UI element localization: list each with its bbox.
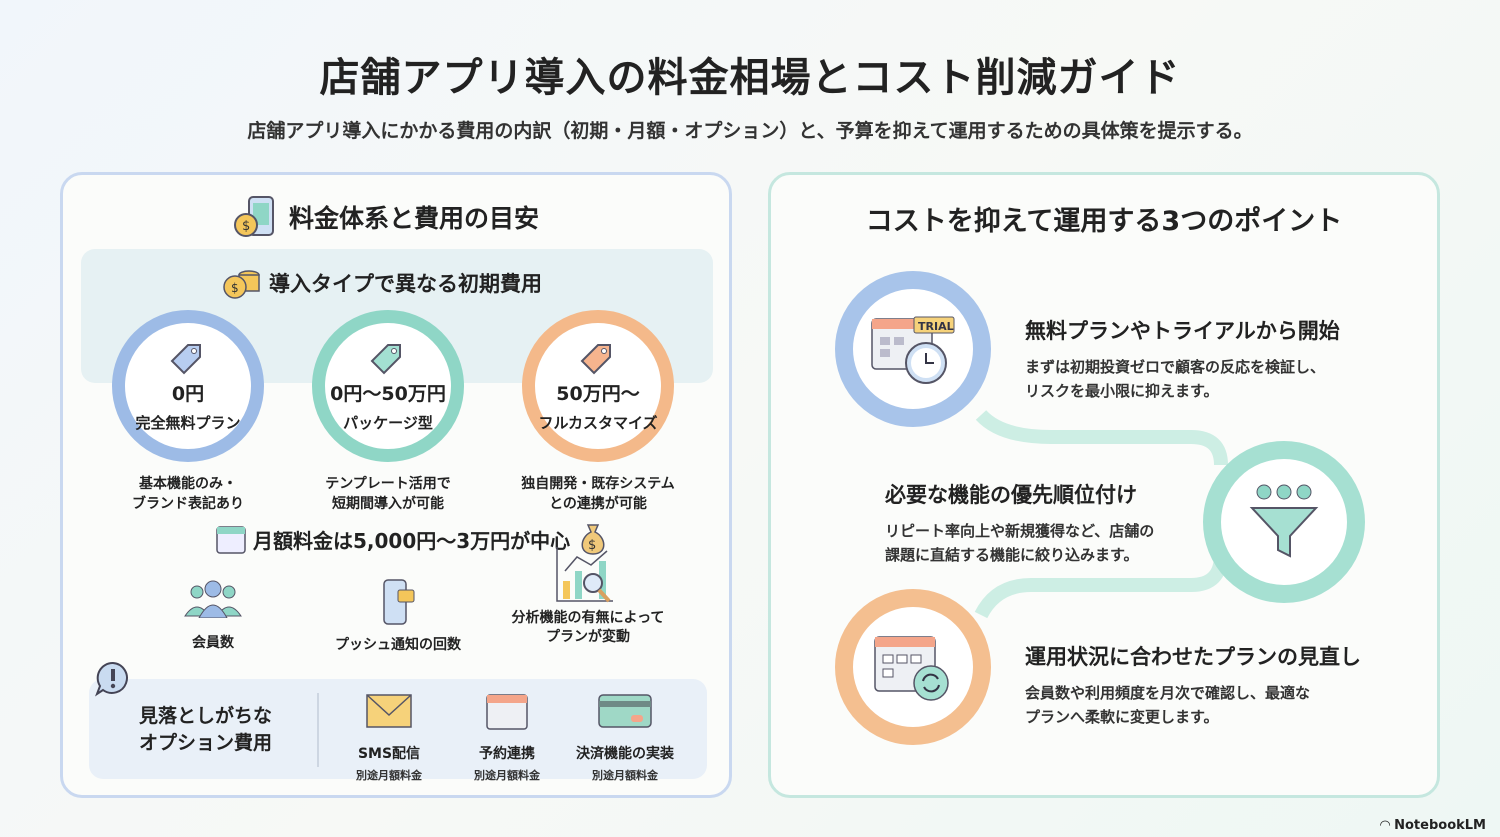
- point-3-desc: プランへ柔軟に変更します。: [1025, 708, 1219, 726]
- option-name: SMS配信: [357, 746, 421, 762]
- tier-type: フルカスタマイズ: [538, 414, 658, 432]
- calendar-clock-trial-icon: TRIAL: [871, 316, 955, 384]
- svg-text:$: $: [242, 219, 250, 234]
- tips-title: コストを抑えて運用する3つのポイント: [865, 206, 1343, 237]
- brand-label: NotebookLM: [1394, 818, 1486, 833]
- svg-text:$: $: [231, 281, 239, 295]
- tier-package: 0円〜50万円 パッケージ型 テンプレート活用で短期間導入が可能: [298, 310, 478, 514]
- point-1-title: 無料プランやトライアルから開始: [1025, 319, 1340, 343]
- tier-price: 0円〜50万円: [330, 383, 446, 405]
- options-panel: 見落としがちな オプション費用 SMS配信 別途月額料金 予約連携 別途月額料金…: [89, 679, 707, 782]
- initial-cost-title: 導入タイプで異なる初期費用: [269, 272, 542, 296]
- option-name: 決済機能の実装: [576, 746, 674, 762]
- tier-desc: との連携が可能: [549, 496, 647, 512]
- connector-path: [974, 409, 1228, 619]
- point-1-desc: まずは初期投資ゼロで顧客の反応を検証し、: [1025, 358, 1326, 376]
- calendar-refresh-icon: [874, 636, 949, 701]
- tier-desc: 短期間導入が可能: [332, 496, 444, 512]
- page-title: 店舗アプリ導入の料金相場とコスト削減ガイド: [319, 55, 1181, 101]
- point-2-ring: [1203, 441, 1365, 603]
- point-2-title: 必要な機能の優先順位付け: [885, 483, 1137, 507]
- tier-type: パッケージ型: [343, 414, 433, 432]
- phone-notification-icon: [383, 579, 415, 625]
- tier-desc: 独自開発・既存システム: [521, 476, 675, 492]
- tier-free: 0円 完全無料プラン 基本機能のみ・ブランド表記あり: [108, 310, 268, 514]
- option-name: 予約連携: [479, 746, 535, 762]
- price-tag-icon: [370, 344, 401, 375]
- funnel-check-icon: [1249, 484, 1319, 558]
- option-note: 別途月額料金: [356, 769, 422, 782]
- factor-label: プッシュ通知の回数: [335, 637, 461, 653]
- alert-icon: [95, 661, 128, 697]
- options-title: オプション費用: [139, 732, 273, 754]
- tier-price: 0円: [171, 383, 205, 405]
- calendar-icon: [216, 526, 246, 554]
- tier-custom: 50万円〜 フルカスタマイズ 独自開発・既存システムとの連携が可能: [508, 310, 688, 514]
- notebooklm-logo-icon: ◠: [1380, 818, 1391, 833]
- tier-type: 完全無料プラン: [135, 414, 241, 432]
- envelope-icon: [366, 694, 412, 728]
- option-note: 別途月額料金: [474, 769, 540, 782]
- pricing-card: $ 料金体系と費用の目安 $ 導入タイプで異なる初期費用 0円 完全無料プラン …: [60, 172, 732, 798]
- tier-desc: テンプレート活用で: [325, 476, 451, 492]
- factor-analytics: 分析機能の有無によって プランが変動: [498, 545, 678, 647]
- users-icon: [184, 580, 242, 619]
- option-reservation: 予約連携 別途月額料金: [457, 691, 557, 783]
- price-tag-icon: [170, 344, 201, 375]
- option-payment: 決済機能の実装 別途月額料金: [565, 693, 685, 783]
- calendar-icon: [486, 694, 528, 730]
- monthly-title: 月額料金は5,000円〜3万円が中心: [253, 528, 571, 553]
- point-1-desc: リスクを最小限に抑えます。: [1025, 382, 1219, 400]
- factor-label: 会員数: [192, 635, 234, 651]
- price-tag-icon: [580, 344, 611, 375]
- point-3-desc: 会員数や利用頻度を月次で確認し、最適な: [1025, 684, 1311, 702]
- options-title: 見落としがちな: [139, 705, 273, 727]
- point-1-ring: TRIAL: [835, 271, 991, 427]
- factor-label: プランが変動: [546, 629, 630, 645]
- page-subtitle: 店舗アプリ導入にかかる費用の内訳（初期・月額・オプション）と、予算を抑えて運用す…: [247, 120, 1253, 142]
- trial-badge: TRIAL: [918, 320, 954, 333]
- svg-text:$: $: [588, 538, 596, 553]
- point-2-desc: 課題に直結する機能に絞り込みます。: [885, 546, 1139, 564]
- tier-price: 50万円〜: [556, 383, 640, 405]
- factor-push: プッシュ通知の回数: [313, 578, 483, 655]
- tips-card: コストを抑えて運用する3つのポイント TRIAL 無料プランやトライアルから開始…: [768, 172, 1440, 798]
- factor-members: 会員数: [178, 578, 248, 653]
- option-note: 別途月額料金: [592, 769, 658, 782]
- phone-coin-icon: $: [234, 196, 274, 237]
- point-3-title: 運用状況に合わせたプランの見直し: [1025, 645, 1361, 669]
- brand-watermark: ◠NotebookLM: [1380, 818, 1486, 833]
- point-3-ring: [835, 589, 991, 745]
- credit-card-icon: [598, 694, 652, 728]
- analytics-icon: [556, 547, 613, 603]
- coins-icon: $: [223, 270, 260, 299]
- factor-label: 分析機能の有無によって: [511, 610, 665, 626]
- tier-desc: ブランド表記あり: [132, 496, 244, 512]
- money-bag-icon: $: [581, 524, 605, 555]
- pricing-title: 料金体系と費用の目安: [289, 204, 540, 233]
- tier-desc: 基本機能のみ・: [139, 476, 237, 492]
- option-sms: SMS配信 別途月額料金: [339, 693, 439, 783]
- point-2-desc: リピート率向上や新規獲得など、店舗の: [885, 522, 1155, 540]
